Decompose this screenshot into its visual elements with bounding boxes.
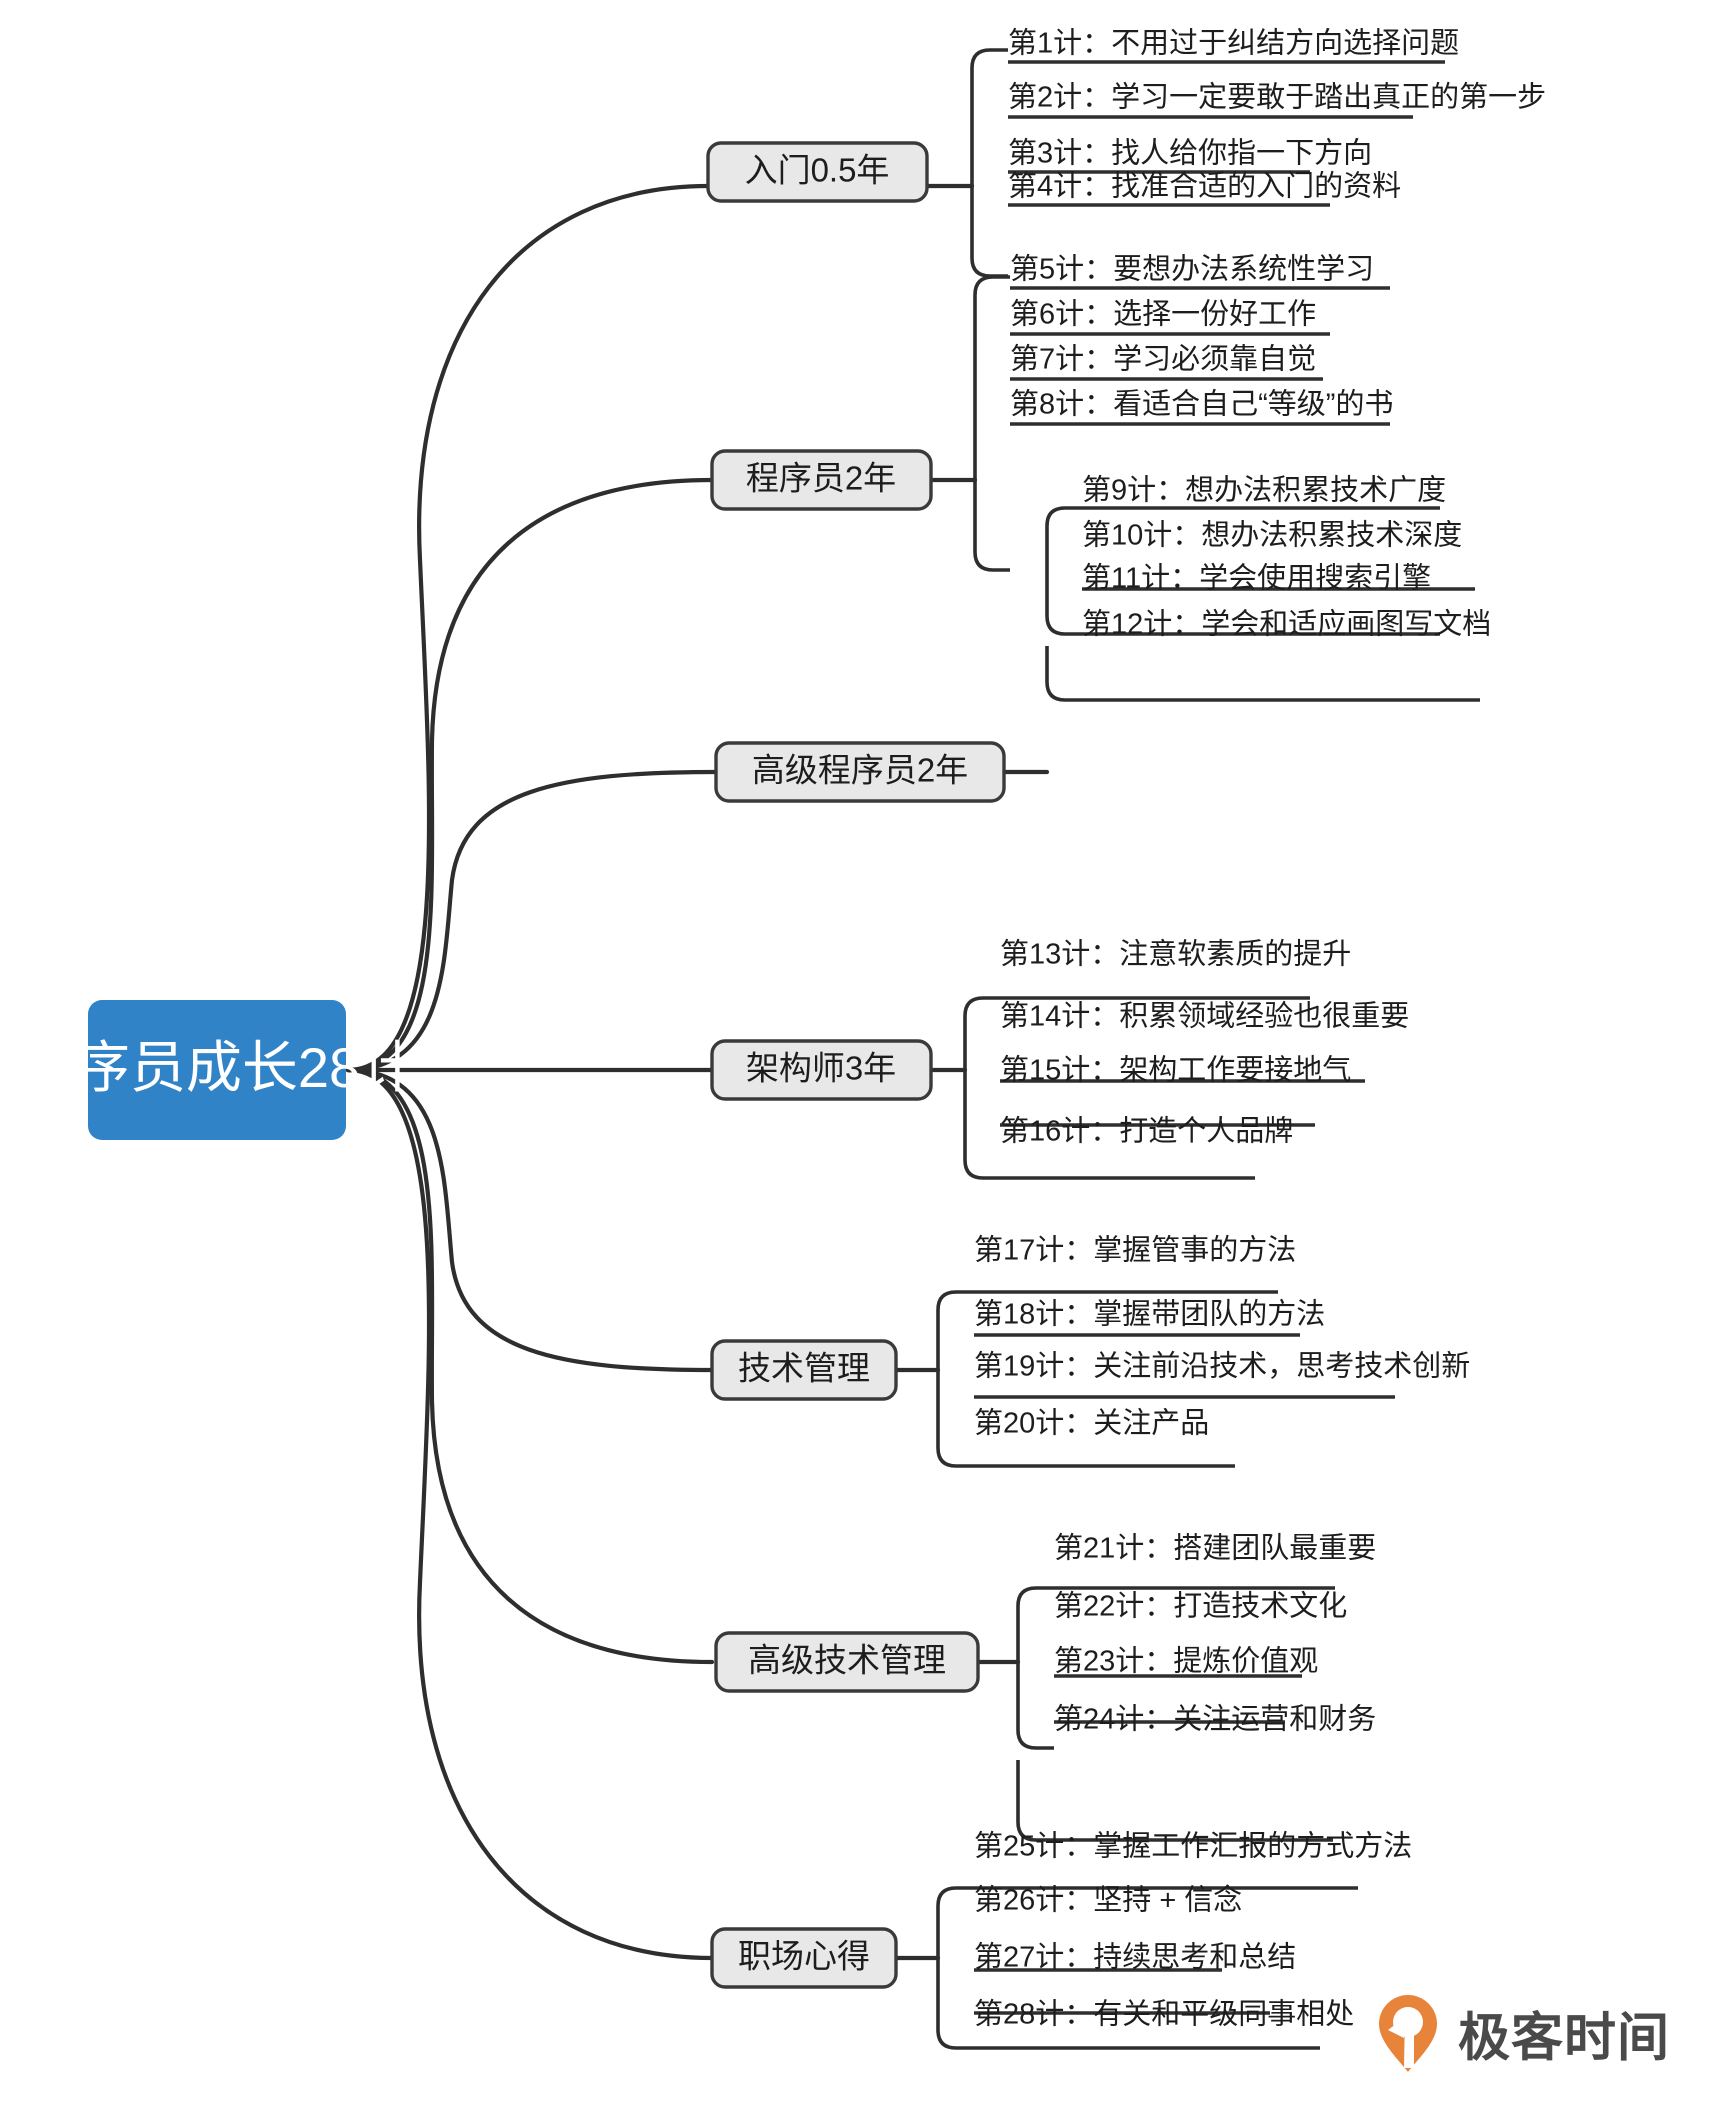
leaf-3-3: 第11计：学会使用搜索引擎 (1082, 562, 1431, 595)
geektime-pin-stem (1404, 2012, 1414, 2068)
branch-7-bracket (936, 1886, 974, 2050)
leaf-3-4: 第12计：学会和适应画图写文档 (1082, 608, 1491, 641)
branch-group-3: 高级程序员2年 第9计：想办法积累技术广度 第10计：想办法积累技术深度 第11… (714, 474, 1491, 803)
branch-node-4[interactable] (710, 1039, 933, 1101)
geektime-logo: 极客时间 (1379, 1995, 1670, 2072)
leaf-2-2: 第6计：选择一份好工作 (1010, 298, 1316, 331)
branch-node-2[interactable] (710, 449, 933, 511)
branch-6-bracket-lower (1016, 1760, 1054, 1842)
leaf-7-3: 第27计：持续思考和总结 (974, 1941, 1296, 1974)
leaf-4-4: 第16计：打造个人品牌 (1000, 1115, 1293, 1148)
leaf-1-2: 第2计：学习一定要敢于踏出真正的第一步 (1008, 81, 1546, 114)
branch-node-5-label: 技术管理 (738, 1350, 870, 1387)
branch-node-5[interactable] (710, 1339, 898, 1401)
branch-node-7[interactable] (710, 1927, 898, 1989)
branch-group-5: 技术管理 第17计：掌握管事的方法 第18计：掌握带团队的方法 第19计：关注前… (710, 1234, 1470, 1468)
leaf-7-2: 第26计：坚持 + 信念 (974, 1884, 1242, 1917)
branch-group-7: 职场心得 第25计：掌握工作汇报的方式方法 第26计：坚持 + 信念 第27计：… (710, 1830, 1412, 2050)
branch-node-6[interactable] (714, 1631, 980, 1693)
geektime-mark-icon (1379, 1995, 1437, 2072)
leaf-5-4: 第20计：关注产品 (974, 1407, 1209, 1440)
leaf-5-2: 第18计：掌握带团队的方法 (974, 1298, 1325, 1331)
leaf-2-3: 第7计：学习必须靠自觉 (1010, 343, 1316, 376)
branch-3-bracket-lower (1045, 646, 1082, 702)
leaf-3-2: 第10计：想办法积累技术深度 (1082, 519, 1462, 552)
leaf-6-4: 第24计：关注运营和财务 (1054, 1703, 1376, 1736)
leaf-5-3: 第19计：关注前沿技术，思考技术创新 (974, 1350, 1470, 1383)
branch-group-4: 架构师3年 第13计：注意软素质的提升 第14计：积累领域经验也很重要 第15计… (710, 938, 1409, 1180)
edge-root-to-branch-7 (345, 1067, 715, 1961)
branch-5-bracket (936, 1290, 974, 1468)
branch-4-bracket (963, 996, 1000, 1180)
edge-root-to-branch-3 (345, 769, 719, 1073)
leaf-4-1: 第13计：注意软素质的提升 (1000, 938, 1351, 971)
leaf-3-1: 第9计：想办法积累技术广度 (1082, 474, 1446, 507)
geektime-logo-text: 极客时间 (1458, 2010, 1670, 2068)
edge-root-to-branch-6 (345, 1067, 715, 1665)
branch-node-3-label: 高级程序员2年 (752, 752, 968, 789)
branch-node-1-label: 入门0.5年 (745, 152, 890, 189)
branch-group-1: 入门0.5年 第1计：不用过于纠结方向选择问题 第2计：学习一定要敢于踏出真正的… (706, 27, 1546, 278)
branch-node-6-label: 高级技术管理 (748, 1642, 946, 1679)
edge-root-to-branch-1 (345, 183, 711, 1073)
geektime-pin-notch (1388, 2018, 1404, 2038)
leaf-1-1: 第1计：不用过于纠结方向选择问题 (1008, 27, 1459, 60)
leaf-2-4: 第8计：看适合自己“等级”的书 (1010, 388, 1393, 421)
branch-6-bracket (1016, 1586, 1054, 1750)
edge-root-to-branch-5 (345, 1067, 715, 1373)
root-branch-connectors (345, 183, 719, 1961)
branch-2-bracket (973, 275, 1010, 572)
leaf-1-4: 第4计：找准合适的入门的资料 (1008, 170, 1401, 203)
leaf-7-1: 第25计：掌握工作汇报的方式方法 (974, 1830, 1412, 1863)
branch-node-3[interactable] (714, 741, 1006, 803)
branch-group-6: 高级技术管理 第21计：搭建团队最重要 第22计：打造技术文化 第23计：提炼价… (714, 1532, 1376, 1842)
leaf-6-1: 第21计：搭建团队最重要 (1054, 1532, 1376, 1565)
leaf-4-2: 第14计：积累领域经验也很重要 (1000, 1000, 1409, 1033)
branch-3-bracket (1045, 506, 1082, 636)
leaf-5-1: 第17计：掌握管事的方法 (974, 1234, 1296, 1267)
edge-root-to-branch-2 (345, 477, 715, 1073)
root-node-box[interactable] (88, 1000, 346, 1140)
root-node[interactable]: 程序员成长28计 (18, 1000, 416, 1140)
branch-node-1[interactable] (706, 141, 929, 203)
leaf-2-1: 第5计：要想办法系统性学习 (1010, 253, 1374, 286)
branch-node-7-label: 职场心得 (738, 1938, 870, 1975)
branch-node-4-label: 架构师3年 (746, 1050, 896, 1087)
leaf-6-2: 第22计：打造技术文化 (1054, 1590, 1347, 1623)
branch-group-2: 程序员2年 第5计：要想办法系统性学习 第6计：选择一份好工作 第7计：学习必须… (710, 253, 1393, 572)
leaf-7-4: 第28计：有关和平级同事相处 (974, 1998, 1354, 2031)
branch-1-bracket (970, 48, 1008, 278)
leaf-4-3: 第15计：架构工作要接地气 (1000, 1054, 1351, 1087)
root-node-label: 程序员成长28计 (18, 1036, 416, 1099)
branch-node-2-label: 程序员2年 (746, 460, 896, 497)
leaf-6-3: 第23计：提炼价值观 (1054, 1645, 1318, 1678)
leaf-1-3: 第3计：找人给你指一下方向 (1008, 137, 1372, 170)
